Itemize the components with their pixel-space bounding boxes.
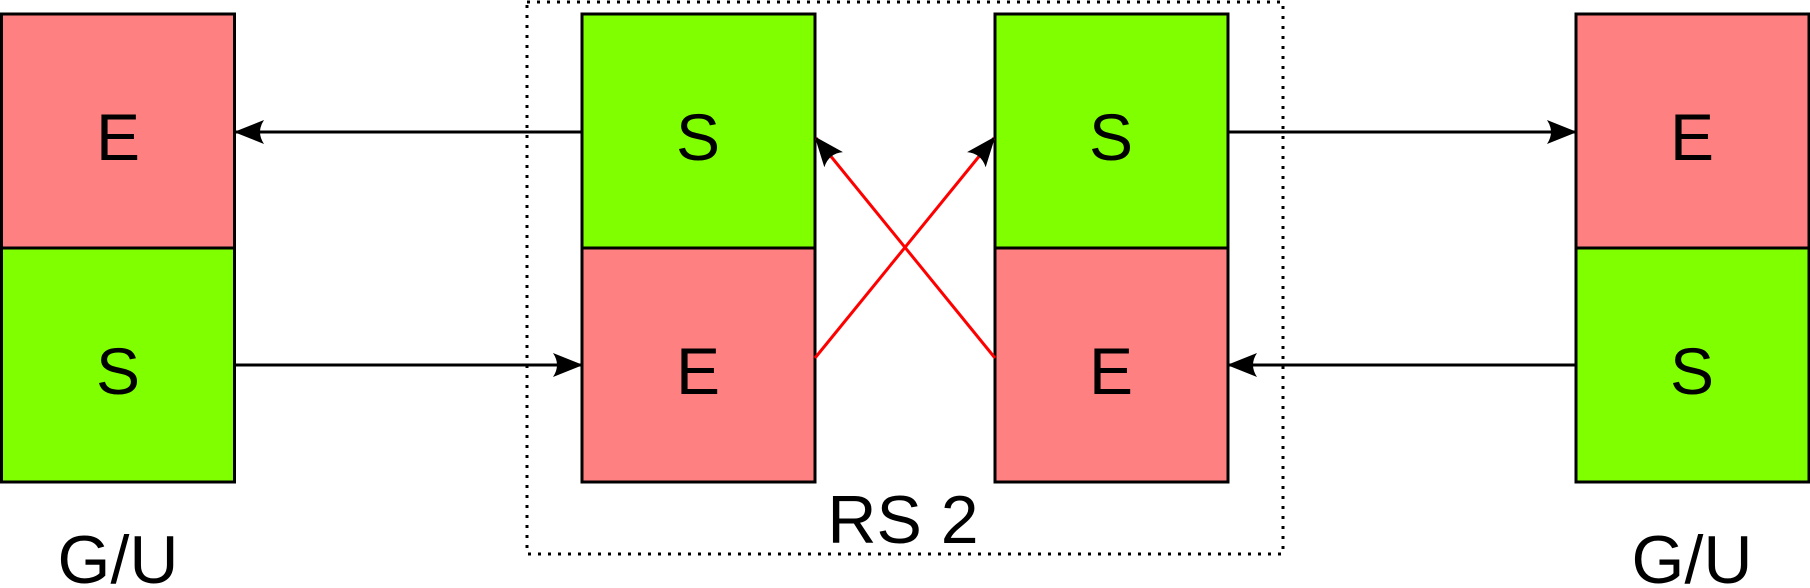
right-stack: E S G/U — [1574, 12, 1810, 588]
left-error-label: E — [96, 100, 140, 174]
right-syndrome-label: S — [1670, 334, 1714, 408]
right-caption: G/U — [1632, 522, 1753, 588]
center-left-error-label: E — [676, 334, 720, 408]
left-error-cell — [0, 12, 236, 250]
left-caption: G/U — [58, 522, 179, 588]
right-syndrome-cell — [1574, 246, 1810, 484]
left-syndrome-label: S — [96, 334, 140, 408]
center-left-syndrome-label: S — [676, 100, 720, 174]
center-right-error-cell — [993, 246, 1230, 484]
center-right-stack: S E — [993, 12, 1230, 484]
right-error-label: E — [1670, 100, 1714, 174]
left-stack: E S G/U — [0, 12, 236, 588]
cross-arrow-error-to-left-syndrome — [814, 136, 997, 359]
right-error-cell — [1574, 12, 1810, 250]
group-title: RS 2 — [827, 482, 978, 558]
center-left-error-cell — [580, 246, 817, 484]
center-right-syndrome-label: S — [1089, 100, 1133, 174]
left-syndrome-cell — [0, 246, 236, 484]
center-left-stack: S E — [580, 12, 817, 484]
rs2-group-boundary — [525, 0, 1285, 556]
center-right-error-label: E — [1089, 334, 1133, 408]
center-right-syndrome-cell — [993, 12, 1230, 250]
